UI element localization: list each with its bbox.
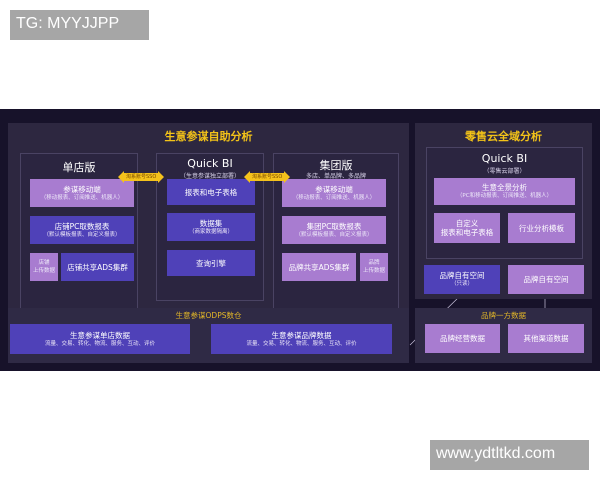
store-shared-ads-box[interactable]: 店铺共享ADS集群 bbox=[61, 253, 134, 281]
brand-operation-data-box[interactable]: 品牌经营数据 bbox=[425, 324, 500, 353]
arrow-left-icon bbox=[244, 171, 250, 183]
watermark-bottom: www.ydtltkd.com bbox=[430, 440, 589, 470]
group-title: 集团版 bbox=[319, 159, 353, 172]
quick-bi-subtitle: （生意参谋独立部署） bbox=[179, 173, 240, 180]
self-service-analysis-panel: 生意参谋自助分析 单店版 参谋移动端 （移动报表、订阅推送、机器人） 店铺PC取… bbox=[8, 123, 409, 316]
arrow-right-icon bbox=[284, 171, 291, 183]
quick-bi-title: Quick BI bbox=[187, 157, 233, 170]
reports-spreadsheets-box[interactable]: 报表和电子表格 bbox=[167, 179, 255, 205]
sso-connector-right: 淘系账号SSO bbox=[244, 171, 291, 183]
watermark-top: TG: MYYJJPP bbox=[10, 10, 149, 40]
query-engine-box[interactable]: 查询引擎 bbox=[167, 250, 255, 276]
arrow-right-icon bbox=[158, 171, 165, 183]
odps-title: 生意参谋ODPS数仓 bbox=[175, 311, 242, 320]
brand-space-box[interactable]: 品牌自有空间 bbox=[508, 265, 584, 294]
single-store-mobile-box[interactable]: 参谋移动端 （移动报表、订阅推送、机器人） bbox=[30, 179, 134, 207]
retail-cloud-panel: 零售云全域分析 Quick BI （零售云部署） 生意全景分析 （PC和移动报表… bbox=[415, 123, 592, 299]
store-upload-data-box[interactable]: 店铺 上传数据 bbox=[30, 253, 58, 281]
other-channel-data-box[interactable]: 其他渠道数据 bbox=[508, 324, 584, 353]
group-edition: 集团版 多店、单品牌、多品牌 参谋移动端 （移动报表、订阅推送、机器人） 集团P… bbox=[273, 153, 399, 309]
business-overview-box[interactable]: 生意全景分析 （PC和移动报表、订阅推送、机器人） bbox=[434, 178, 575, 205]
group-pc-report-box[interactable]: 集团PC取数报表 （默认模板报表、自定义报表） bbox=[282, 216, 386, 244]
architecture-diagram: 生意参谋自助分析 单店版 参谋移动端 （移动报表、订阅推送、机器人） 店铺PC取… bbox=[0, 109, 600, 371]
quick-bi-retail-title: Quick BI bbox=[481, 152, 528, 165]
single-store-title: 单店版 bbox=[62, 161, 96, 174]
brand-space-readonly-box[interactable]: 品牌自有空间 （只读） bbox=[424, 265, 500, 294]
dataset-box[interactable]: 数据集 （商家数据隔离） bbox=[167, 213, 255, 241]
brand-first-party-title: 品牌一方数据 bbox=[481, 311, 526, 320]
brand-shared-ads-box[interactable]: 品牌共享ADS集群 bbox=[282, 253, 356, 281]
brand-upload-data-box[interactable]: 品牌 上传数据 bbox=[360, 253, 388, 281]
industry-template-box[interactable]: 行业分析模板 bbox=[508, 213, 575, 243]
quick-bi-retail-cloud: Quick BI （零售云部署） 生意全景分析 （PC和移动报表、订阅推送、机器… bbox=[426, 147, 583, 259]
odps-warehouse-panel: 生意参谋ODPS数仓 生意参谋单店数据 流量、交易、转化、物流、服务、互动、评价… bbox=[8, 308, 409, 363]
brand-first-party-panel: 品牌一方数据 品牌经营数据 其他渠道数据 bbox=[415, 308, 592, 363]
self-service-analysis-title: 生意参谋自助分析 bbox=[164, 130, 253, 143]
brand-data-box[interactable]: 生意参谋品牌数据 流量、交易、转化、物流、服务、互动、评价 bbox=[211, 324, 392, 354]
quick-bi-retail-subtitle: （零售云部署） bbox=[483, 168, 526, 175]
retail-cloud-title: 零售云全域分析 bbox=[465, 130, 542, 143]
single-store-data-box[interactable]: 生意参谋单店数据 流量、交易、转化、物流、服务、互动、评价 bbox=[10, 324, 190, 354]
group-mobile-box[interactable]: 参谋移动端 （移动报表、订阅推送、机器人） bbox=[282, 179, 386, 207]
custom-reports-box[interactable]: 自定义 报表和电子表格 bbox=[434, 213, 500, 243]
store-pc-report-box[interactable]: 店铺PC取数报表 （默认模板报表、自定义报表） bbox=[30, 216, 134, 244]
group-subtitle: 多店、单品牌、多品牌 bbox=[305, 173, 366, 180]
sso-connector-left: 淘系账号SSO bbox=[118, 171, 165, 183]
arrow-left-icon bbox=[118, 171, 124, 183]
